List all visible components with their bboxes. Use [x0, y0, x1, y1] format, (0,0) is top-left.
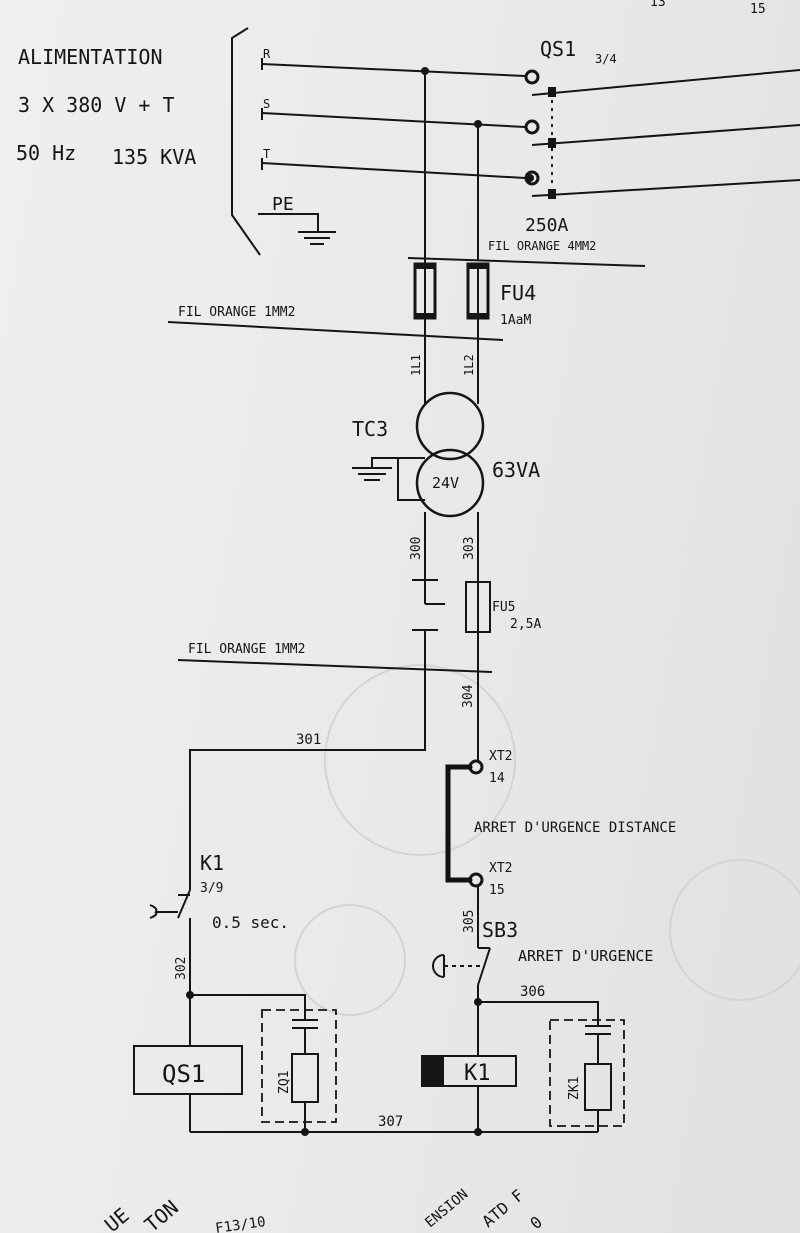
bottom-fragment-ension: ENSION	[422, 1186, 471, 1231]
fu4-rating: 1AaM	[500, 313, 531, 328]
marker-1l1: 1L1	[409, 354, 423, 376]
qs1-main-ref: 3/4	[595, 52, 617, 66]
marker-304: 304	[461, 684, 476, 708]
supply-title: ALIMENTATION	[18, 45, 163, 69]
phase-lines	[261, 58, 526, 179]
fu5-rating: 2,5A	[510, 617, 541, 632]
phase-r-label: R	[263, 47, 271, 61]
bottom-fragment-zero: 0	[526, 1212, 546, 1233]
pe-ground-symbol	[258, 213, 336, 245]
remote-estop-label: ARRET D'URGENCE DISTANCE	[474, 820, 676, 836]
wire-marker-1mm2-a	[167, 321, 504, 341]
xt2-top-label: XT2	[489, 749, 512, 764]
bottom-fragment-ton: TON	[140, 1195, 183, 1233]
tc3-label: TC3	[352, 417, 388, 441]
wire-label-1mm2-a: FIL ORANGE 1MM2	[178, 305, 295, 320]
qs1-main-label: QS1	[540, 37, 576, 61]
supply-voltage: 3 X 380 V + T	[18, 93, 175, 117]
xt2-top-terminal: 14	[489, 771, 505, 786]
tc3-secondary-voltage: 24V	[432, 474, 459, 492]
marker-301: 301	[296, 732, 321, 748]
xt2-remote-estop-loop	[445, 759, 484, 888]
xt2-bottom-label: XT2	[489, 861, 512, 876]
marker-1l2: 1L2	[462, 354, 476, 376]
tc3-transformer	[415, 391, 485, 518]
bottom-fragment-f13: F13/10	[214, 1214, 266, 1233]
pe-label: PE	[272, 194, 294, 215]
fu4-fuses	[413, 260, 490, 320]
sb3-emergency-stop	[432, 947, 491, 1002]
qs1-coil-label: QS1	[162, 1060, 205, 1088]
wire-label-4mm2: FIL ORANGE 4MM2	[488, 239, 596, 253]
wire-label-1mm2-b: FIL ORANGE 1MM2	[188, 642, 305, 657]
k1-contact-label: K1	[200, 851, 224, 875]
wire-marker-4mm2	[407, 257, 646, 267]
sb3-description: ARRET D'URGENCE	[518, 947, 653, 965]
wire-marker-1mm2-b	[177, 659, 493, 673]
w301-line	[189, 710, 426, 890]
bottom-fragment-atdf: ATD F	[478, 1186, 527, 1232]
k1-coil-label: K1	[464, 1061, 491, 1086]
zk1-label: ZK1	[567, 1077, 582, 1100]
fu4-label: FU4	[500, 281, 536, 305]
tc3-power: 63VA	[492, 458, 540, 482]
supply-frequency: 50 Hz	[16, 141, 76, 165]
qs1-main-switch	[524, 69, 800, 199]
fu5-fuse	[465, 580, 491, 760]
w307-return	[190, 1128, 598, 1136]
top-number-15: 15	[750, 2, 766, 17]
marker-303: 303	[462, 537, 477, 560]
supply-power: 135 KVA	[112, 145, 196, 169]
sb3-label: SB3	[482, 918, 518, 942]
phase-s-label: S	[263, 97, 270, 111]
top-number-13: 13	[650, 0, 666, 10]
k1-contact-ref: 3/9	[200, 881, 223, 896]
bottom-fragment-ue: UE	[100, 1203, 134, 1233]
xt2-bottom-terminal: 15	[489, 883, 505, 898]
marker-302: 302	[174, 957, 189, 980]
phase-t-label: T	[263, 147, 270, 161]
qs1-coil-branch	[133, 991, 337, 1132]
marker-305: 305	[462, 910, 477, 933]
k1-contact-delay: 0.5 sec.	[212, 913, 289, 932]
qs1-main-rating: 250A	[525, 215, 569, 236]
w300-link	[412, 579, 445, 710]
marker-306: 306	[520, 984, 545, 1000]
marker-300: 300	[409, 537, 424, 560]
supply-bracket	[231, 27, 261, 256]
tc3-earth-symbol	[352, 457, 425, 501]
fu5-label: FU5	[492, 600, 515, 615]
marker-307: 307	[378, 1114, 403, 1130]
zq1-label: ZQ1	[277, 1071, 292, 1094]
k1-timed-contact	[149, 889, 191, 995]
ghost-marks	[294, 664, 800, 1016]
k1-coil-branch	[421, 998, 625, 1132]
